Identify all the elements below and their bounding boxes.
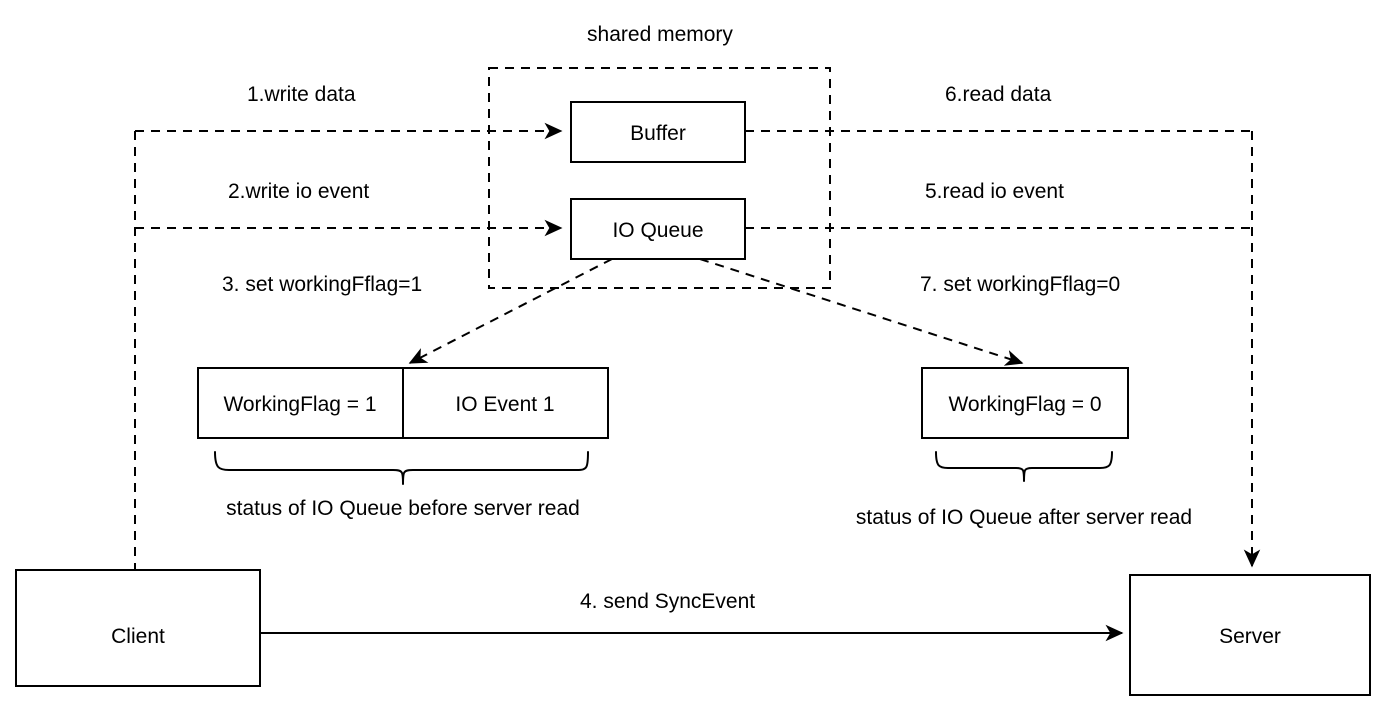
caption-after-server-read: status of IO Queue after server read [856,506,1192,529]
buffer-box [570,101,746,163]
step-7-label: 7. set workingFflag=0 [920,273,1120,296]
caption-before-server-read: status of IO Queue before server read [226,497,580,520]
buffer-label: Buffer [630,122,686,145]
working-flag-1-label: WorkingFlag = 1 [223,393,376,416]
io-queue-box [570,198,746,260]
server-label: Server [1219,625,1281,648]
step-5-label: 5.read io event [925,180,1064,203]
io-queue-before-read-node: WorkingFlag = 1 IO Event 1 [197,367,609,439]
step-6-label: 6.read data [945,83,1052,106]
working-flag-0-box [921,367,1129,439]
step-2-label: 2.write io event [228,180,369,203]
flow-write-data: 1.write data 6.read data [135,83,1252,140]
io-queue-after-read-node: WorkingFlag = 0 [921,367,1129,439]
brace-before-server-read [214,451,589,485]
arrow-io-queue-to-working-flag-1 [408,258,613,364]
io-queue-node: IO Queue [570,198,746,260]
step-4-label: 4. send SyncEvent [580,590,755,613]
step-3-label: 3. set workingFflag=1 [222,273,422,296]
buffer-node: Buffer [570,101,746,163]
server-node: Server [1129,574,1371,696]
shared-memory-title: shared memory [587,23,733,46]
shared-memory-group: shared memory [488,23,831,289]
io-event-1-label: IO Event 1 [455,393,554,416]
shared-memory-boundary [488,67,831,289]
server-box [1129,574,1371,696]
arrow-io-queue-to-working-flag-0 [699,258,1024,366]
brace-after-server-read [935,451,1113,482]
client-label: Client [111,625,165,648]
client-node: Client [15,569,261,687]
working-flag-0-label: WorkingFlag = 0 [948,393,1101,416]
client-box [15,569,261,687]
flow-send-sync-event: 4. send SyncEvent [260,590,1124,642]
flow-write-io-event: 2.write io event 5.read io event [135,180,1252,237]
step-1-label: 1.write data [247,83,356,106]
io-queue-label: IO Queue [612,219,703,242]
